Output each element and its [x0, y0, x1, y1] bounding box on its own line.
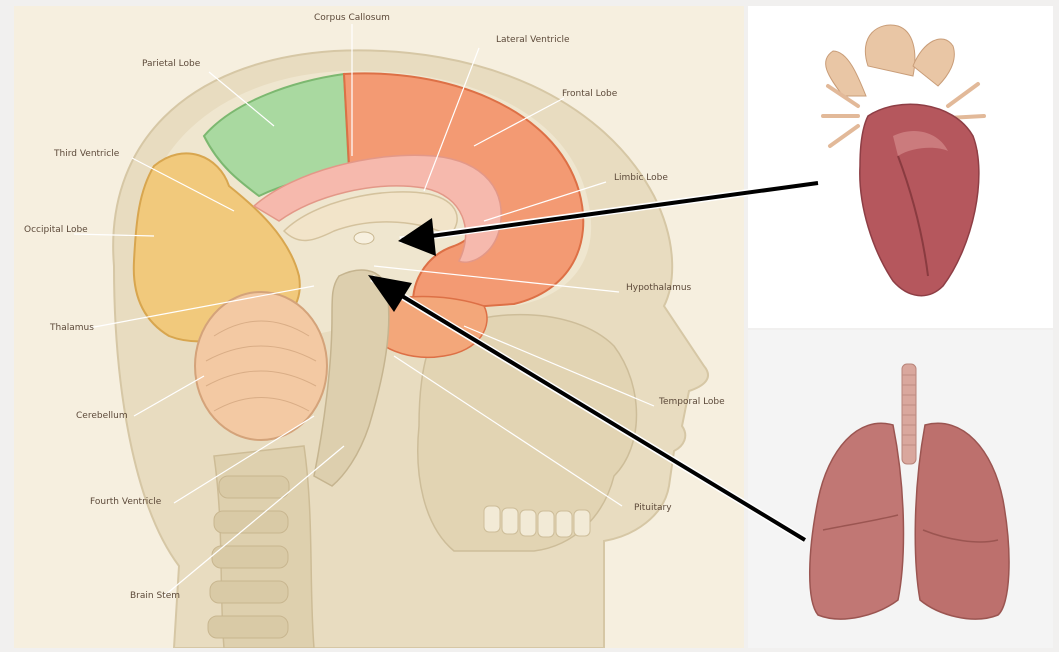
label-limbic-lobe: Limbic Lobe — [614, 173, 668, 183]
lungs-panel — [748, 330, 1053, 648]
label-temporal-lobe: Temporal Lobe — [658, 397, 725, 407]
left-lung — [810, 423, 904, 619]
heart-panel — [748, 6, 1053, 328]
label-parietal-lobe: Parietal Lobe — [142, 59, 201, 69]
heart-illustration — [748, 6, 1053, 328]
label-occipital-lobe: Occipital Lobe — [24, 225, 88, 235]
label-brain-stem: Brain Stem — [130, 591, 180, 601]
brain-diagram-panel: Corpus Callosum Lateral Ventricle Pariet… — [14, 6, 744, 648]
label-cerebellum: Cerebellum — [76, 411, 128, 421]
lungs-illustration — [748, 330, 1053, 648]
label-fourth-ventricle: Fourth Ventricle — [90, 497, 162, 507]
label-hypothalamus: Hypothalamus — [626, 283, 692, 293]
brain-diagram: Corpus Callosum Lateral Ventricle Pariet… — [14, 6, 744, 648]
label-frontal-lobe: Frontal Lobe — [562, 89, 618, 99]
label-lateral-ventricle: Lateral Ventricle — [496, 35, 570, 45]
third-ventricle-shape — [354, 232, 374, 244]
right-lung — [915, 423, 1009, 619]
label-corpus-callosum: Corpus Callosum — [314, 13, 390, 23]
trachea — [902, 364, 916, 464]
label-third-ventricle: Third Ventricle — [53, 149, 120, 159]
heart-vessels — [826, 25, 955, 96]
label-pituitary: Pituitary — [634, 503, 672, 513]
label-thalamus: Thalamus — [49, 323, 94, 333]
cerebellum — [195, 292, 327, 440]
